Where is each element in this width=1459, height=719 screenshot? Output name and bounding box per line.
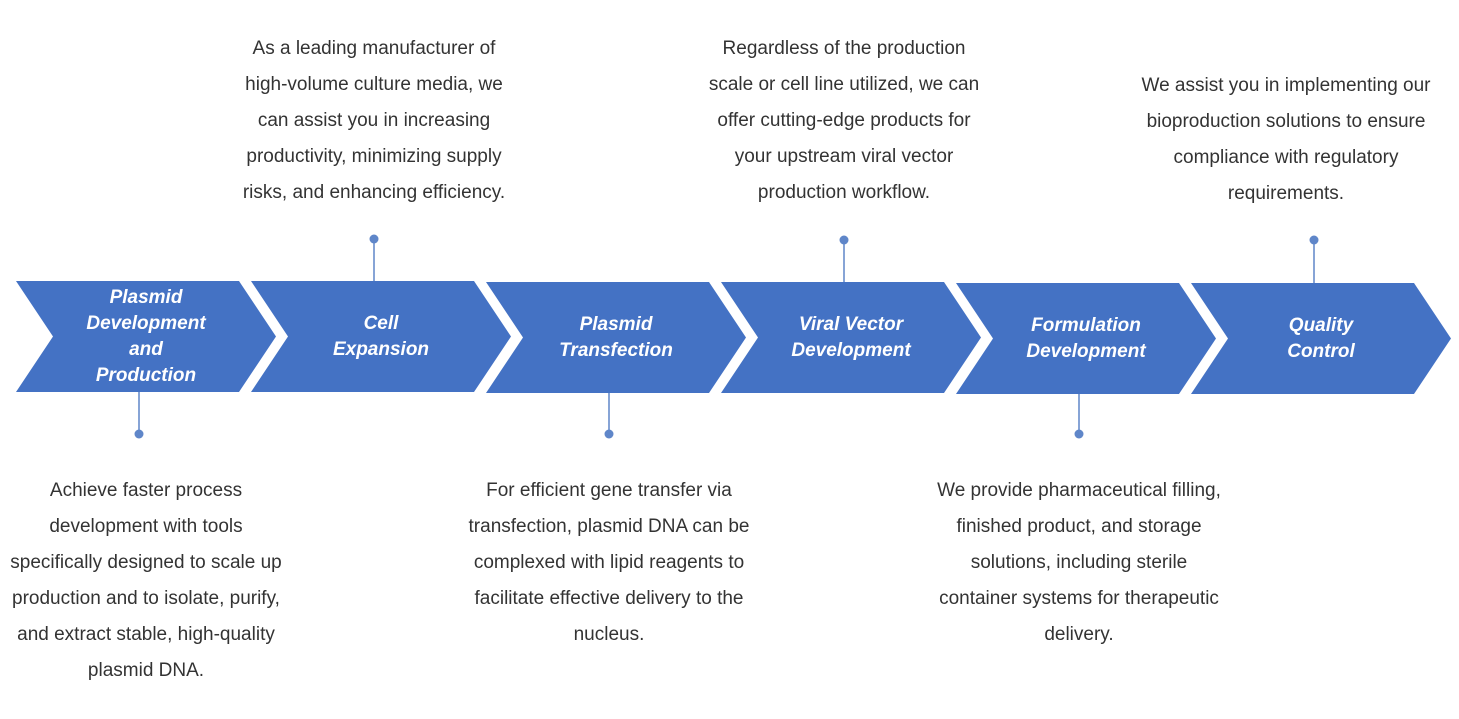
step-title-line: Production	[95, 364, 197, 386]
step-description-line: plasmid DNA.	[87, 660, 205, 681]
step-title-line: Development	[86, 312, 206, 334]
step-connector-dot-2	[369, 234, 379, 244]
step-chevron-1	[16, 281, 276, 392]
step-description-line: development with tools	[49, 516, 243, 537]
step-description-line: production workflow.	[757, 182, 931, 203]
step-title-line: and	[129, 338, 163, 360]
step-description-3: For efficient gene transfer via transfect…	[429, 473, 789, 653]
step-description-6: We assist you in implementing our bioprod…	[1106, 68, 1459, 212]
step-description-line: risks, and enhancing efficiency.	[242, 182, 506, 203]
step-description-line: facilitate effective delivery to the	[474, 588, 744, 609]
step-description-line: Regardless of the production	[722, 38, 966, 59]
step-description-line: high-volume culture media, we	[245, 74, 503, 95]
step-title-line: Expansion	[332, 338, 430, 360]
step-description-4: Regardless of the production scale or cel…	[664, 31, 1024, 211]
step-chevron-4	[721, 282, 981, 393]
step-title-line: Plasmid	[109, 286, 183, 308]
step-description-5: We provide pharmaceutical filling, finish…	[899, 473, 1259, 653]
step-connector-dot-4	[839, 235, 849, 245]
step-title-line: Quality	[1288, 314, 1354, 336]
step-description-line: delivery.	[1044, 624, 1114, 645]
step-title-line: Viral Vector	[798, 313, 904, 335]
step-connector-dot-3	[604, 429, 614, 439]
step-description-line: productivity, minimizing supply	[246, 146, 502, 167]
step-title-line: Development	[1026, 340, 1146, 362]
step-title-line: Formulation	[1031, 314, 1141, 336]
step-title-line: Development	[791, 339, 911, 361]
step-chevron-6	[1191, 283, 1451, 394]
step-title-line: Transfection	[559, 339, 673, 361]
step-connector-dot-1	[134, 429, 144, 439]
step-connector-dot-5	[1074, 429, 1084, 439]
step-description-line: We provide pharmaceutical filling,	[937, 480, 1221, 501]
step-chevron-3	[486, 282, 746, 393]
step-description-1: Achieve faster process development with t…	[0, 473, 326, 689]
step-description-line: Achieve faster process	[49, 480, 243, 501]
step-description-line: and extract stable, high-quality	[17, 624, 275, 645]
step-title-line: Cell	[363, 312, 399, 334]
step-description-line: We assist you in implementing our	[1141, 75, 1431, 96]
step-title-line: Control	[1287, 340, 1355, 362]
step-description-line: For efficient gene transfer via	[486, 480, 732, 501]
step-description-line: nucleus.	[573, 624, 645, 645]
step-description-line: specifically designed to scale up	[10, 552, 282, 573]
step-description-line: transfection, plasmid DNA can be	[468, 516, 750, 537]
step-chevron-2	[251, 281, 511, 392]
step-description-line: requirements.	[1227, 183, 1345, 204]
step-description-2: As a leading manufacturer of high-volume …	[194, 31, 554, 211]
step-description-line: production and to isolate, purify,	[12, 588, 280, 609]
step-description-line: can assist you in increasing	[257, 110, 491, 131]
step-description-line: compliance with regulatory	[1173, 147, 1399, 168]
step-description-line: complexed with lipid reagents to	[473, 552, 745, 573]
step-chevron-5	[956, 283, 1216, 394]
step-description-line: your upstream viral vector	[734, 146, 954, 167]
step-description-line: finished product, and storage	[956, 516, 1202, 537]
step-description-line: container systems for therapeutic	[939, 588, 1219, 609]
step-description-line: scale or cell line utilized, we can	[708, 74, 980, 95]
step-description-line: solutions, including sterile	[970, 552, 1188, 573]
step-description-line: As a leading manufacturer of	[252, 38, 496, 59]
step-title-line: Plasmid	[579, 313, 653, 335]
step-description-line: bioproduction solutions to ensure	[1146, 111, 1426, 132]
step-connector-dot-6	[1309, 235, 1319, 245]
step-description-line: offer cutting-edge products for	[717, 110, 971, 131]
